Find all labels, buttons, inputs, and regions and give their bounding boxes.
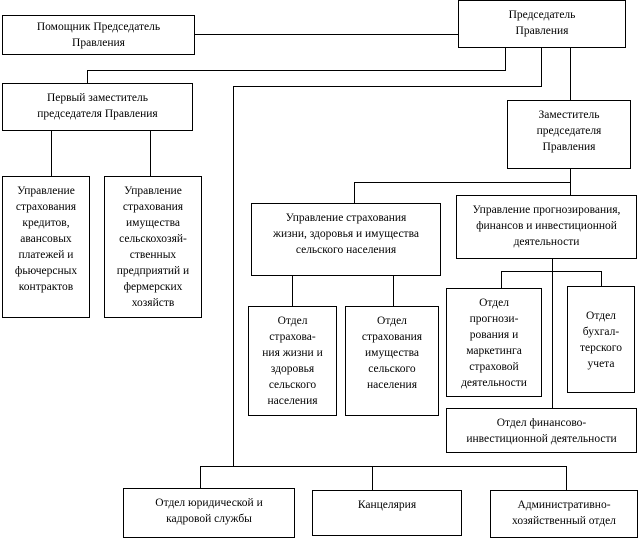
line-chairman-departments (233, 47, 542, 466)
line-life-offices (292, 275, 394, 306)
property-insurance-box: Управление страхования имущества сельско… (104, 176, 202, 318)
forecast-marketing-office-box: Отдел прогнози- рования и маркетинга стр… (446, 288, 542, 397)
chairman-box: Председатель Правления (458, 0, 626, 48)
life-insurance-management-box: Управление страхования жизни, здоровья и… (251, 203, 441, 276)
line-first-deputy-managements (51, 130, 151, 176)
admin-office-box: Административно- хозяйственный отдел (490, 490, 638, 538)
rural-property-office-box: Отдел страхования имущества сельского на… (345, 306, 439, 416)
accounting-office-box: Отдел бухгал- терского учета (567, 286, 635, 393)
line-deputy-managements (354, 168, 571, 203)
line-bottom-offices (200, 466, 567, 490)
credit-insurance-box: Управление страхования кредитов, авансов… (2, 176, 90, 318)
line-forecast-offices (501, 258, 602, 408)
chancellery-box: Канцелярия (312, 490, 462, 536)
first-deputy-box: Первый заместитель председателя Правлени… (2, 83, 193, 131)
finance-investment-office-box: Отдел финансово- инвестиционной деятельн… (446, 408, 637, 453)
line-chairman-first-deputy (87, 47, 506, 83)
forecasting-management-box: Управление прогнозирования, финансов и и… (456, 195, 637, 259)
legal-hr-office-box: Отдел юридической и кадровой службы (123, 488, 295, 538)
life-health-office-box: Отдел страхова- ния жизни и здоровья сел… (248, 306, 337, 416)
deputy-box: Заместитель председателя Правления (507, 100, 631, 169)
assistant-box: Помощник Председатель Правления (2, 15, 195, 55)
